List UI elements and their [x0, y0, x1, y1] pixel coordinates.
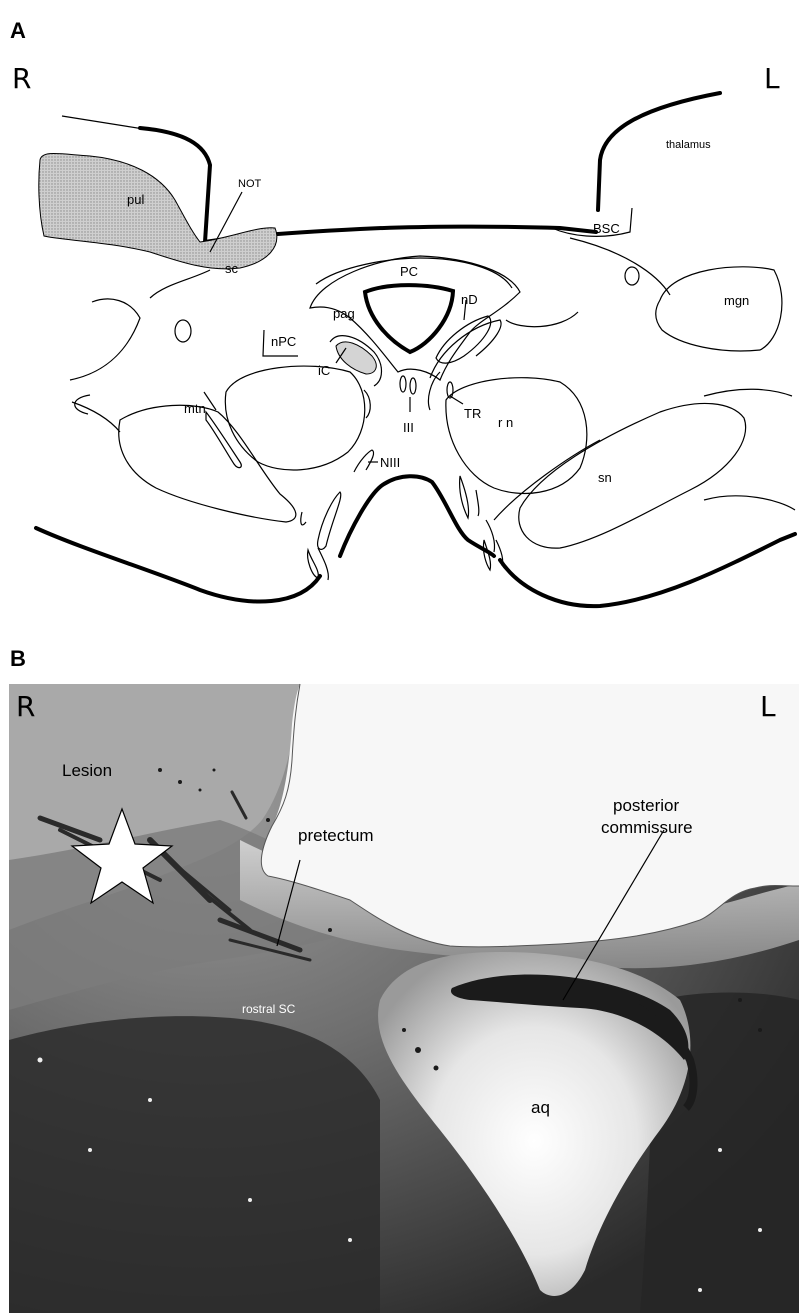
aqueduct-outline: [365, 285, 453, 352]
label-posterior: posterior: [613, 796, 679, 815]
rn-right-outline: [446, 378, 587, 494]
outline-top-left: [62, 116, 150, 130]
label-sc: sc: [225, 261, 239, 276]
outline-left-lower: [72, 402, 120, 432]
niii-fiber-1: [354, 450, 374, 472]
label-rn: r n: [498, 415, 513, 430]
panel-b-left-side-label: L: [760, 690, 776, 723]
niii-fiber-right-2: [476, 490, 479, 516]
label-niii: NIII: [380, 455, 400, 470]
label-tr: TR: [464, 406, 481, 421]
iii-oval-left: [400, 376, 406, 392]
panel-a-letter: A: [10, 18, 26, 43]
niii-fiber-left-1: [301, 512, 306, 525]
label-rostral-sc: rostral SC: [242, 1002, 296, 1016]
label-commissure: commissure: [601, 818, 693, 837]
label-pc: PC: [400, 264, 418, 279]
ventral-contour-right: [500, 534, 795, 606]
label-pag: pag: [333, 306, 355, 321]
dorsal-contour-right: [598, 93, 720, 210]
outer-left-midline: [75, 395, 90, 414]
small-oval-right: [625, 267, 639, 285]
mgn-outline: [656, 267, 782, 351]
dorsal-contour-left: [140, 128, 596, 242]
label-ic: iC: [318, 363, 330, 378]
mtn-outline: [206, 412, 241, 468]
right-lateral-curve-3: [704, 496, 795, 510]
label-not: NOT: [238, 178, 262, 190]
label-mgn: mgn: [724, 293, 749, 308]
right-lateral-curve-1: [704, 389, 792, 396]
dark-lower-left: [9, 1016, 380, 1313]
panel-b-letter: B: [10, 646, 26, 671]
panel-b: B: [9, 646, 799, 1313]
right-inner-curve: [506, 312, 578, 327]
brainstem-drawing: [36, 93, 795, 606]
ventral-midline-notch: [340, 476, 494, 556]
label-lesion: Lesion: [62, 761, 112, 780]
label-iii: III: [403, 420, 414, 435]
sc-curve: [150, 270, 210, 298]
ic-region: [336, 342, 376, 374]
panel-a-right-side-label: R: [12, 62, 31, 95]
label-aq: aq: [531, 1098, 550, 1117]
niii-fiber-left-2: [318, 492, 341, 549]
label-mtn: mtn: [184, 401, 206, 416]
micrograph: [9, 684, 799, 1313]
sn-outline: [519, 403, 746, 548]
small-oval-left: [175, 320, 191, 342]
label-pul: pul: [127, 192, 144, 207]
niii-fiber-right-3: [486, 520, 495, 552]
label-bsc: BSC: [593, 221, 620, 236]
panel-a-left-side-label: L: [764, 62, 780, 95]
pulvinar-region: [39, 154, 277, 269]
panel-a: A R L: [10, 18, 795, 606]
ventral-contour-left: [36, 528, 320, 602]
label-nd: nD: [461, 292, 478, 307]
right-lateral-curve-2: [494, 440, 600, 520]
right-outer-curve: [570, 238, 670, 295]
niii-fiber-left-3: [308, 550, 319, 578]
left-lateral-outline: [119, 405, 296, 522]
label-sn: sn: [598, 470, 612, 485]
label-npc: nPC: [271, 334, 296, 349]
tr-pointer: [450, 396, 463, 404]
label-pretectum: pretectum: [298, 826, 374, 845]
iii-oval-right: [410, 378, 416, 394]
label-thalamus: thalamus: [666, 139, 711, 151]
niii-fiber-right-1: [460, 476, 469, 518]
panel-b-right-side-label: R: [16, 690, 35, 723]
rn-left-outline: [225, 366, 364, 470]
outline-left-upper: [70, 299, 140, 380]
